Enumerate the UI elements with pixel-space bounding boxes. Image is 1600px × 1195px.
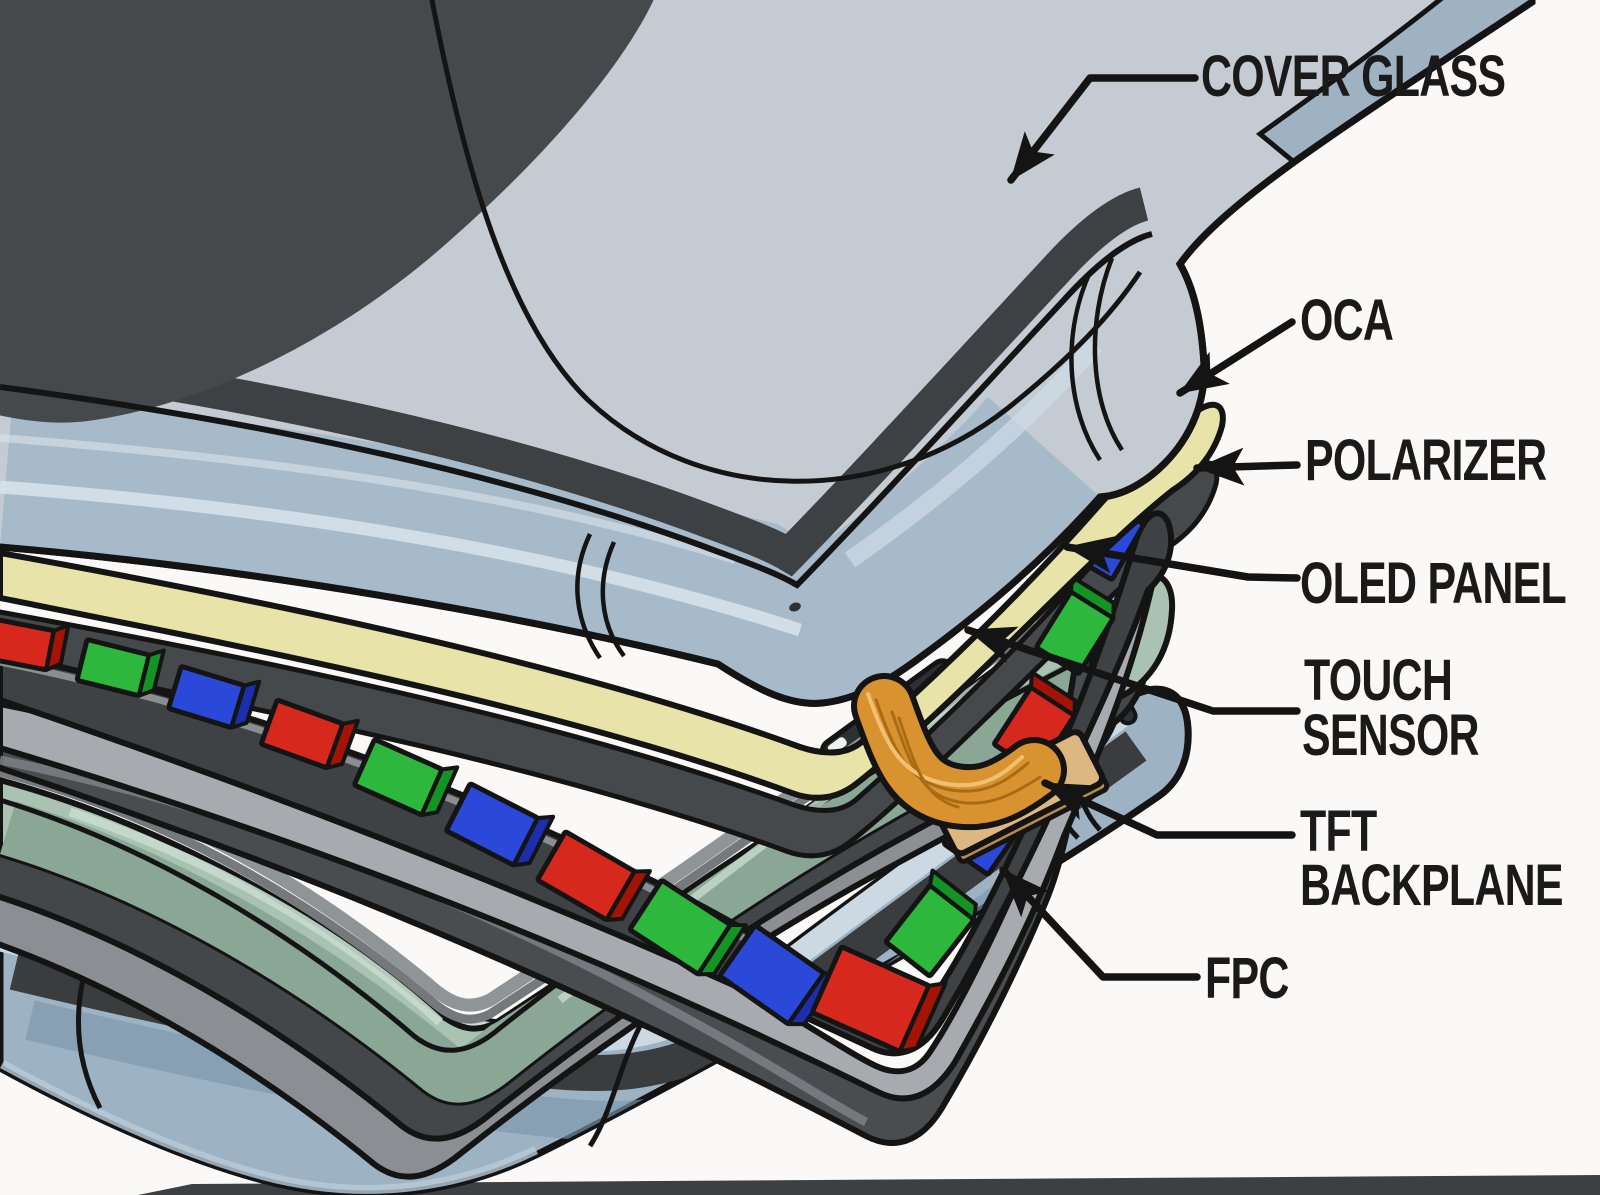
body-seam-mid (587, 1024, 643, 1148)
arrow-oled-panel (1063, 535, 1301, 582)
callout-arrows (964, 74, 1301, 981)
label-fpc: FPC (1205, 946, 1289, 1011)
arrow-oca (1176, 318, 1296, 397)
arrow-fpc (999, 866, 1201, 981)
arrow-cover-glass (1007, 74, 1199, 184)
bottom-edge-strip (138, 1175, 1600, 1195)
label-oled-panel: OLED PANEL (1300, 551, 1567, 616)
cover-glass-layer (0, 0, 1536, 707)
label-cover-glass: COVER GLASS (1201, 44, 1506, 109)
arrow-tft-backplane (1041, 779, 1296, 839)
arrow-touch-sensor (964, 626, 1301, 715)
label-tft-backplane-line2: BACKPLANE (1300, 853, 1564, 918)
label-tft-backplane-line1: TFT (1300, 799, 1377, 864)
label-oca: OCA (1300, 288, 1394, 353)
screen-opening-line (429, 0, 1143, 484)
arrow-polarizer (1193, 447, 1301, 486)
fpc-ribbon (851, 673, 1067, 831)
earpiece-mic-hole (789, 602, 801, 612)
oca-layer (0, 401, 1226, 801)
label-touch-sensor-line2: SENSOR (1302, 703, 1480, 768)
label-polarizer: POLARIZER (1305, 428, 1547, 493)
label-touch-sensor-line1: TOUCH (1304, 648, 1453, 713)
